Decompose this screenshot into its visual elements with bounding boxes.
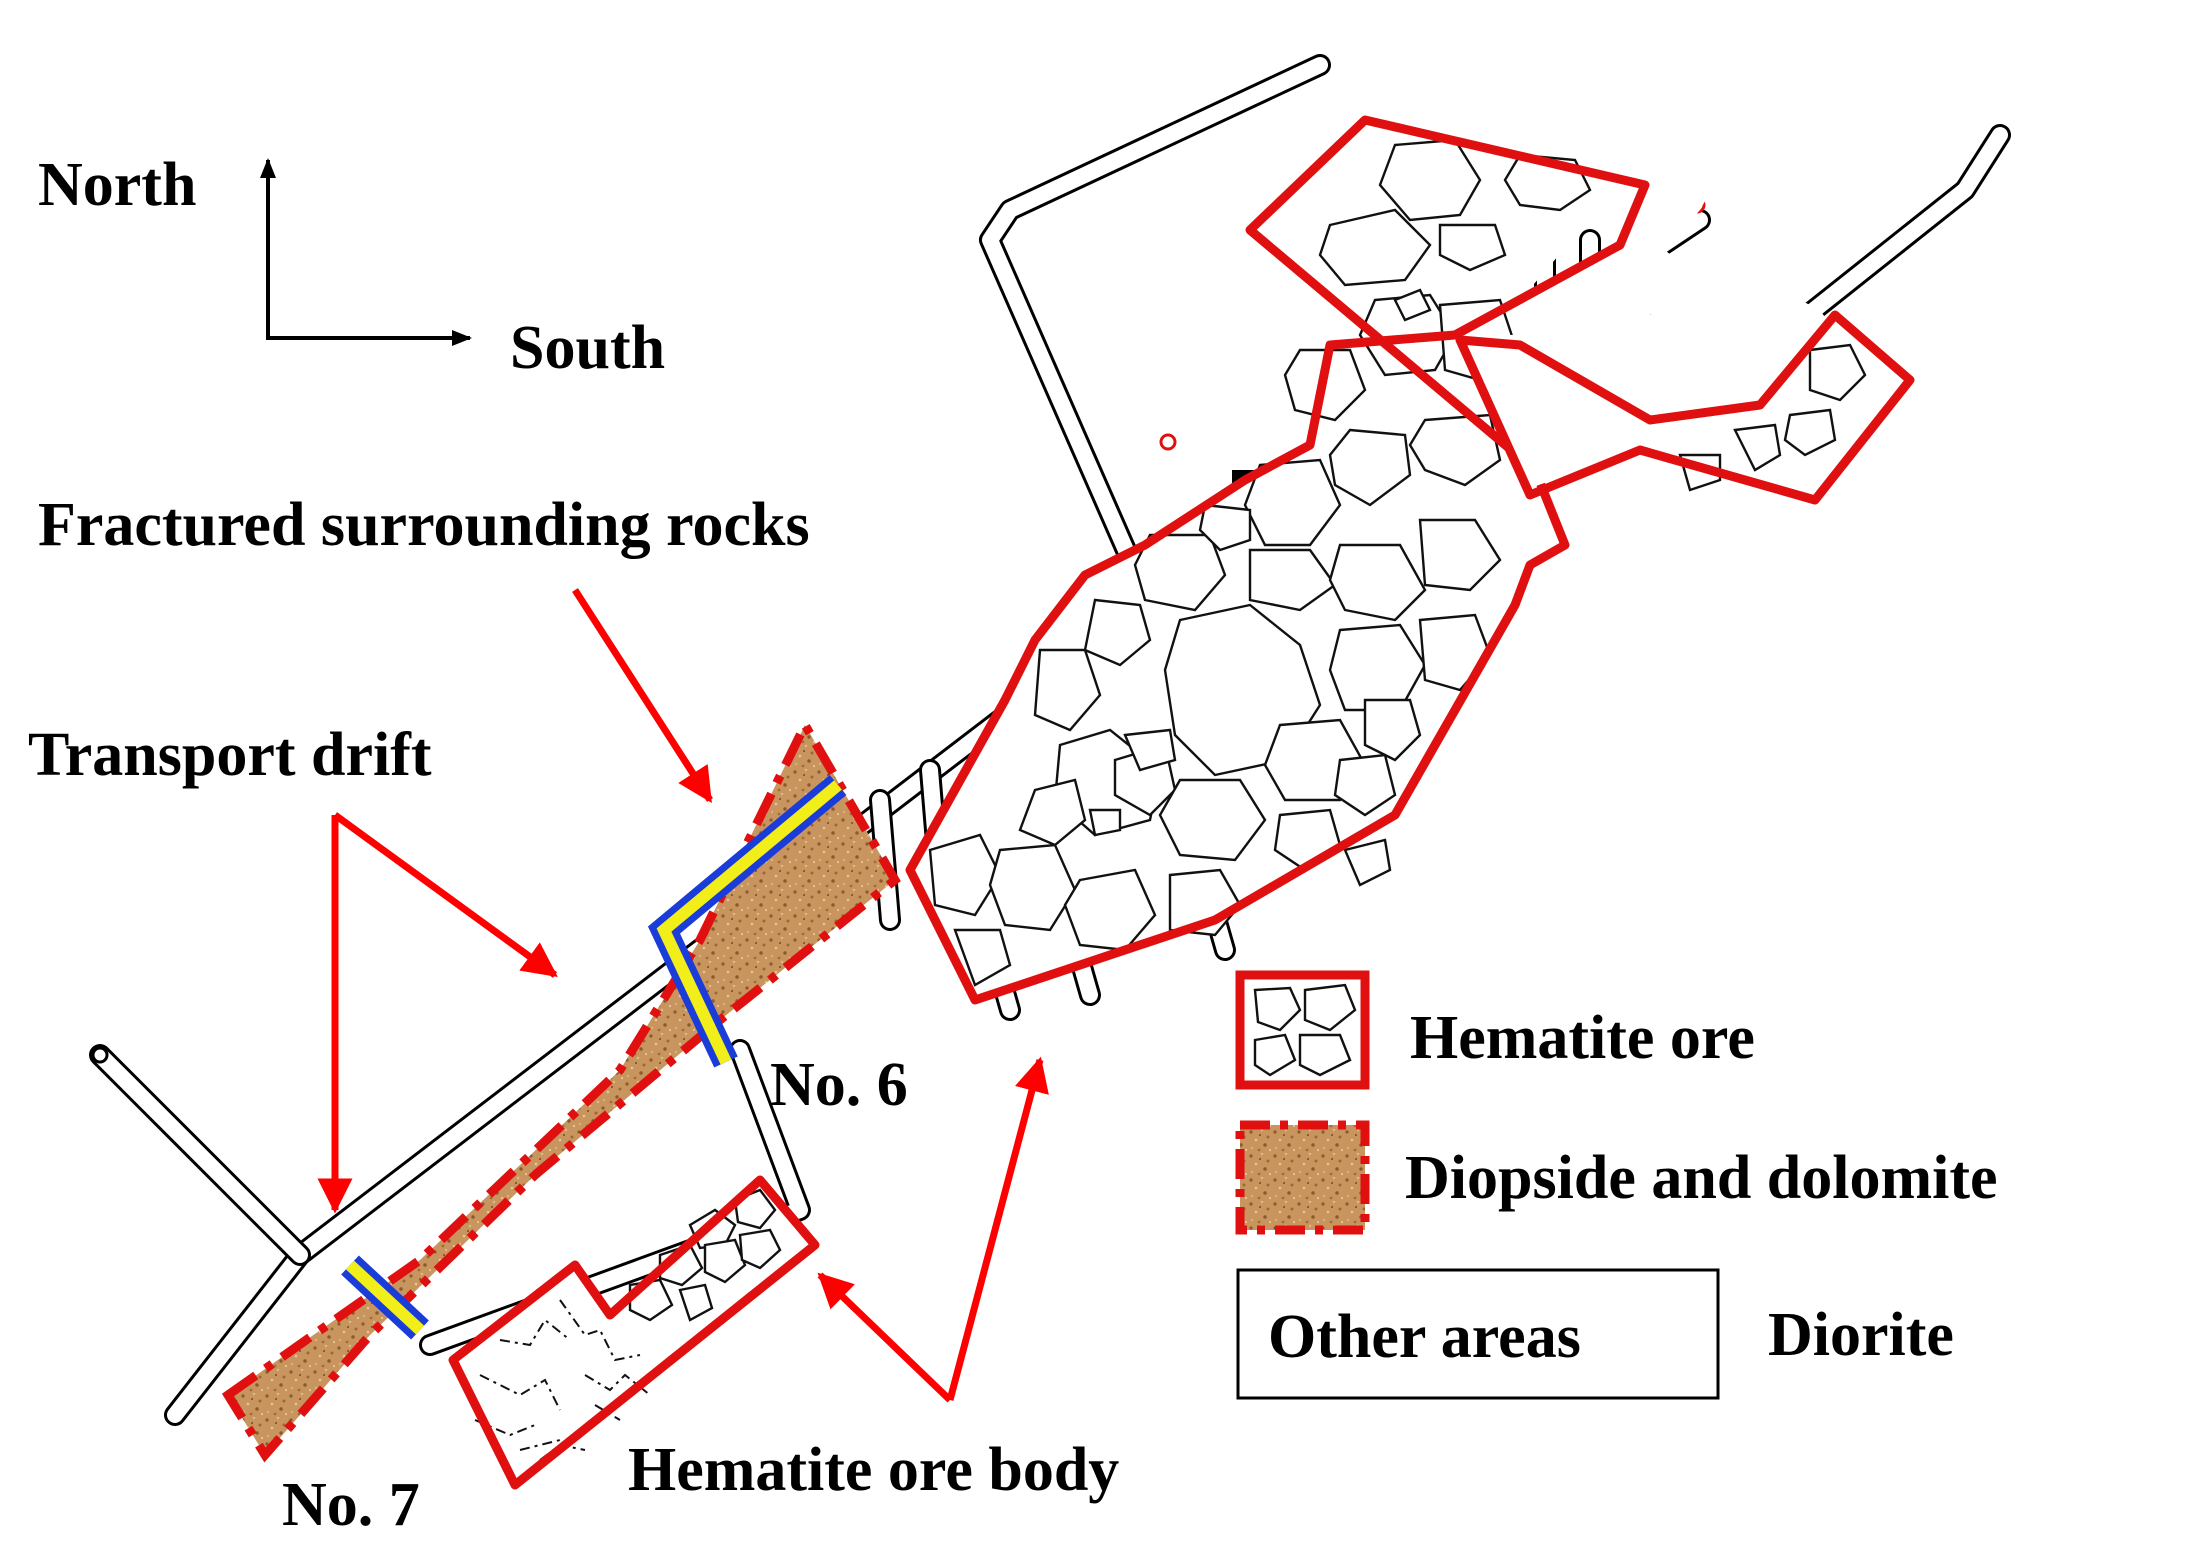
- legend-label-hematite: Hematite ore: [1410, 1004, 1755, 1072]
- arrow-ore-body-north: [946, 1056, 1049, 1401]
- transport-drift-no7: [341, 1255, 429, 1340]
- south-label: South: [510, 314, 665, 382]
- label-no7: No. 7: [282, 1471, 420, 1539]
- arrow-fractured: [572, 588, 713, 803]
- transport-drift-no6: [647, 775, 847, 1068]
- legend: Hematite ore Diopside and dolomite Other…: [1235, 970, 1998, 1400]
- arrow-ore-body-south: [817, 1272, 953, 1403]
- legend-hematite-swatch: [1235, 970, 1370, 1090]
- hematite-ore-body-south: [448, 1175, 820, 1490]
- label-hematite-ore-body: Hematite ore body: [628, 1436, 1119, 1504]
- hematite-ore-zone-main: [905, 115, 1785, 1005]
- hematite-ore-zone-east: [1455, 275, 1915, 505]
- label-no6: No. 6: [770, 1051, 908, 1119]
- label-fractured-rocks: Fractured surrounding rocks: [38, 491, 810, 559]
- legend-diopside-swatch: [1235, 1120, 1370, 1235]
- legend-label-other-areas: Other areas: [1268, 1303, 1581, 1371]
- compass: North South: [38, 151, 665, 382]
- annotation-arrows: [317, 588, 1049, 1403]
- legend-label-diopside: Diopside and dolomite: [1405, 1144, 1998, 1212]
- legend-label-diorite: Diorite: [1768, 1301, 1954, 1369]
- arrow-transport-no6: [332, 812, 558, 978]
- label-transport-drift: Transport drift: [28, 721, 432, 789]
- north-label: North: [38, 151, 196, 219]
- diopside-dolomite-zone: [221, 715, 901, 1463]
- legend-other-box: [1236, 1268, 1720, 1400]
